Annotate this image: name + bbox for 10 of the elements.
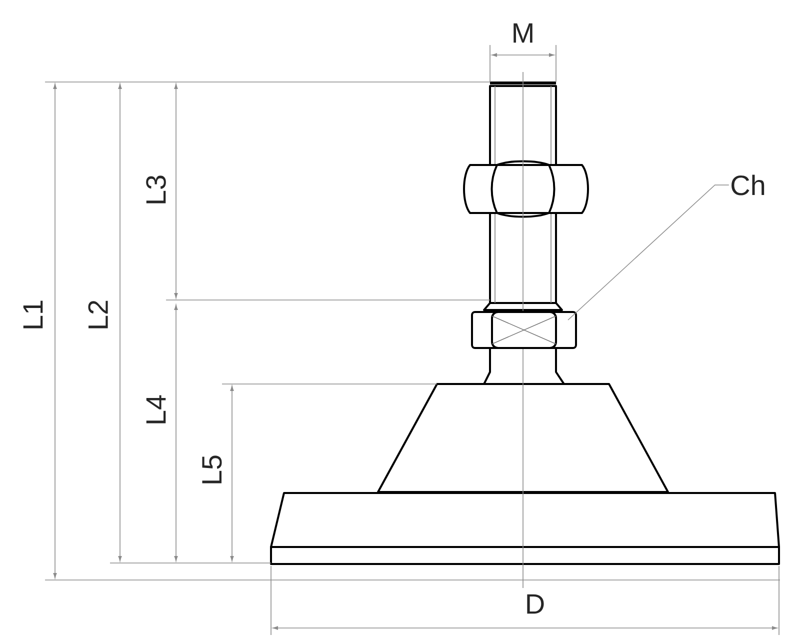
dimension-label: D	[527, 594, 544, 614]
callout-label: Ch	[732, 174, 764, 196]
hex-nut	[471, 311, 577, 349]
dimension-label: L1	[23, 300, 43, 328]
dimension-label: M	[514, 23, 532, 43]
dimension-label: L5	[202, 456, 222, 484]
leader-line	[568, 184, 730, 320]
dimension-label: L2	[88, 300, 108, 328]
dimension-label: L4	[146, 395, 166, 424]
dimension-label: L3	[146, 176, 166, 204]
